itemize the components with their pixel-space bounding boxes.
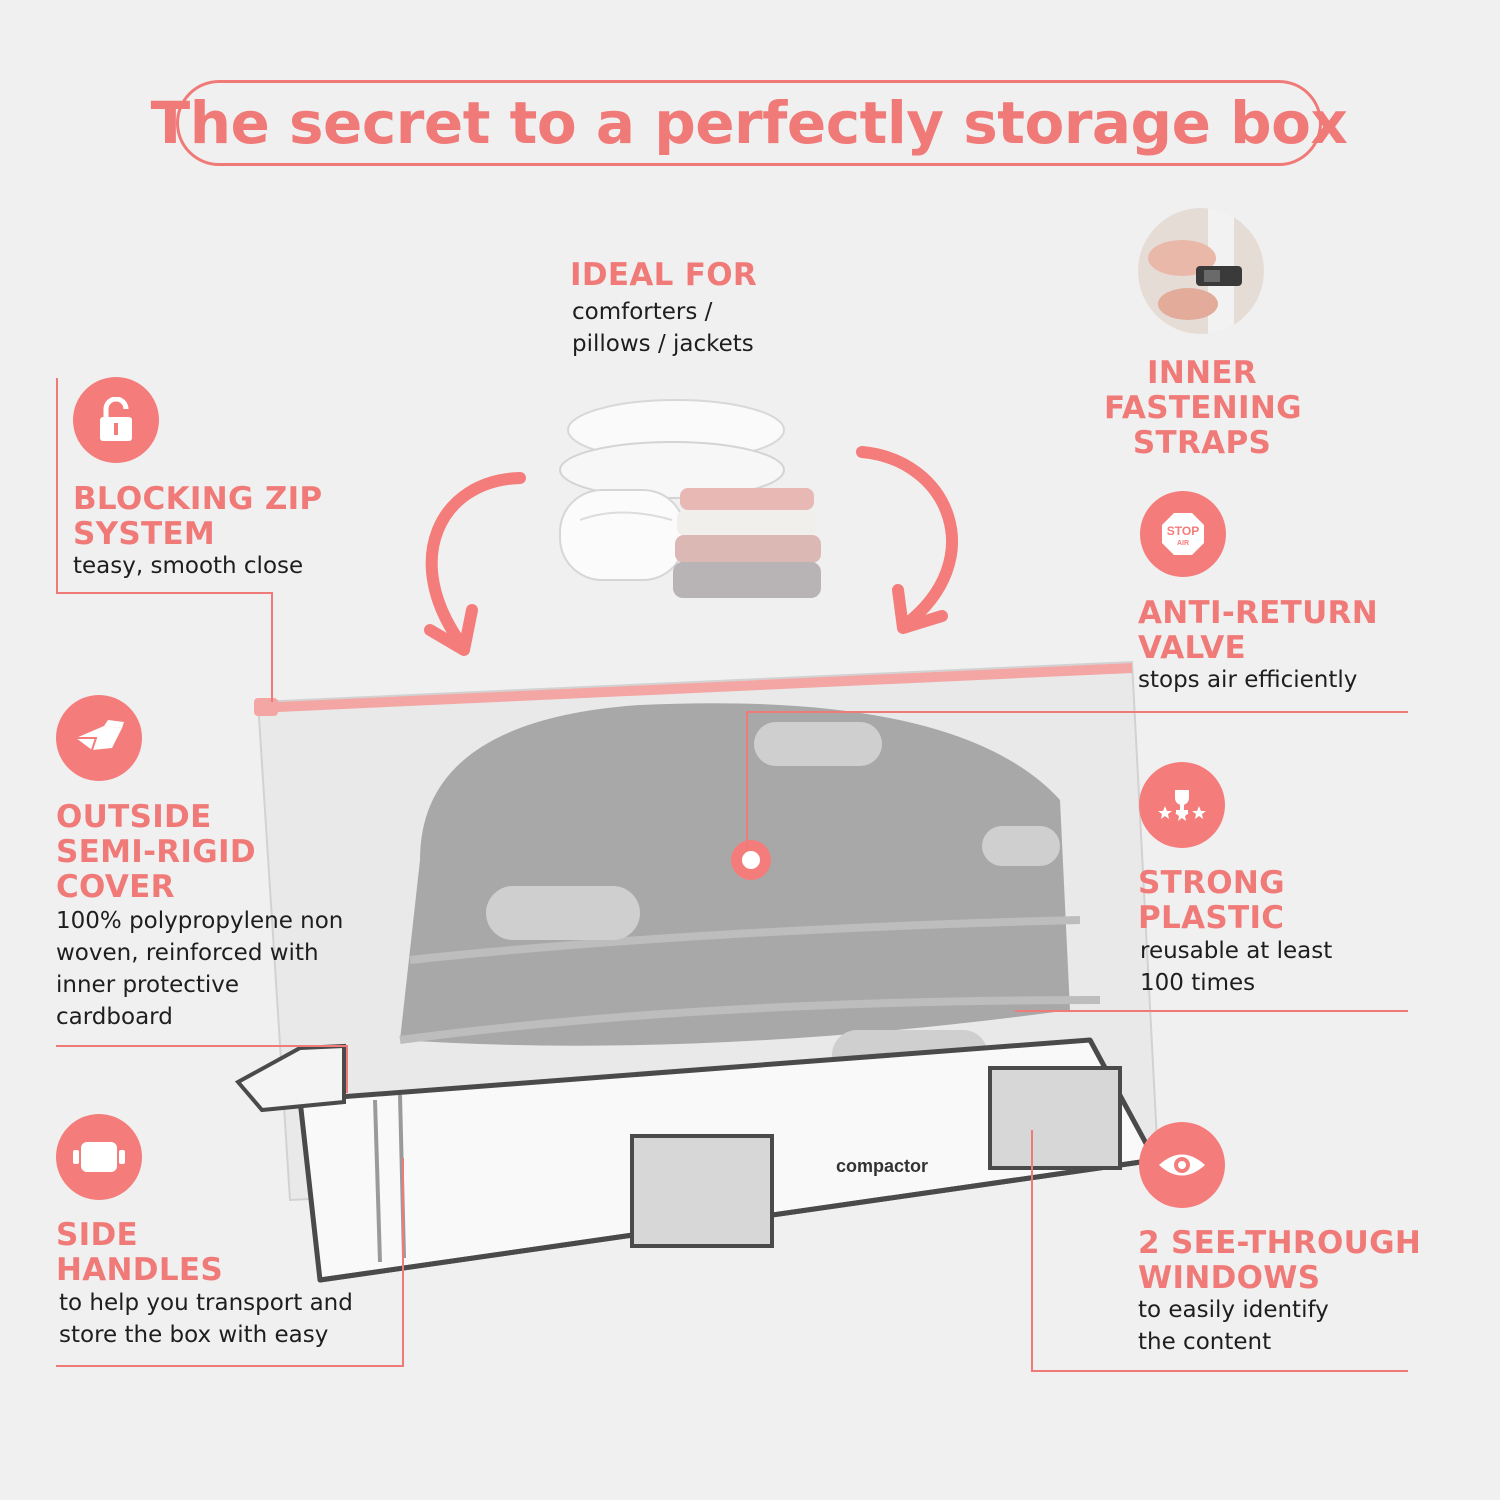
windows-text: to easily identify the content — [1138, 1297, 1329, 1355]
handle-icon — [56, 1114, 142, 1200]
page-title: The secret to a perfectly storage box — [150, 89, 1348, 157]
textiles-stack — [559, 399, 821, 598]
cover-heading: OUTSIDE SEMI-RIGID COVER — [56, 799, 256, 905]
open-box-icon — [56, 695, 142, 781]
plastic-text: reusable at least 100 times — [1140, 938, 1333, 996]
left-curved-arrow — [424, 472, 526, 656]
right-curved-arrow — [856, 446, 958, 634]
zip-heading: BLOCKING ZIP SYSTEM — [73, 481, 323, 552]
windows-heading: 2 SEE-THROUGH WINDOWS — [1138, 1225, 1422, 1296]
windows-leader-vertical — [1031, 1130, 1033, 1372]
zip-leader-horizontal — [56, 592, 273, 594]
trophy-stars-icon — [1139, 762, 1225, 848]
valve-leader-horizontal — [748, 711, 1408, 713]
zip-text: teasy, smooth close — [73, 553, 304, 579]
ideal-for-text: comforters / pillows / jackets — [572, 299, 754, 357]
stop-sign-text: STOP — [1167, 524, 1199, 538]
padlock-icon — [73, 377, 159, 463]
stop-sign-subtext: AIR — [1177, 540, 1189, 547]
stop-air-icon: STOP AIR — [1140, 491, 1226, 577]
valve-leader-drop — [746, 711, 748, 849]
handles-heading: SIDE HANDLES — [56, 1217, 223, 1288]
plastic-heading: STRONG PLASTIC — [1138, 865, 1285, 936]
box-brand-label: compactor — [836, 1156, 928, 1176]
handles-leader-horizontal — [56, 1365, 404, 1367]
zip-leader-vertical — [56, 378, 58, 594]
windows-leader-horizontal — [1031, 1370, 1408, 1372]
ideal-for-heading: IDEAL FOR — [570, 257, 758, 293]
zip-leader-drop — [271, 592, 273, 702]
handles-leader-vertical — [402, 1158, 404, 1367]
strap-buckle-photo — [1138, 208, 1264, 334]
handles-text: to help you transport and store the box … — [59, 1290, 353, 1348]
plastic-leader-horizontal — [1015, 1010, 1408, 1012]
cover-leader-drop — [346, 1045, 348, 1093]
straps-heading: INNER FASTENING STRAPS — [1104, 355, 1302, 461]
cover-leader-horizontal — [56, 1045, 348, 1047]
eye-icon — [1139, 1122, 1225, 1208]
valve-text: stops air efficiently — [1138, 667, 1358, 693]
title-banner: The secret to a perfectly storage box — [151, 80, 1348, 166]
valve-heading: ANTI-RETURN VALVE — [1138, 595, 1378, 666]
cover-text: 100% polypropylene non woven, reinforced… — [56, 908, 344, 1030]
